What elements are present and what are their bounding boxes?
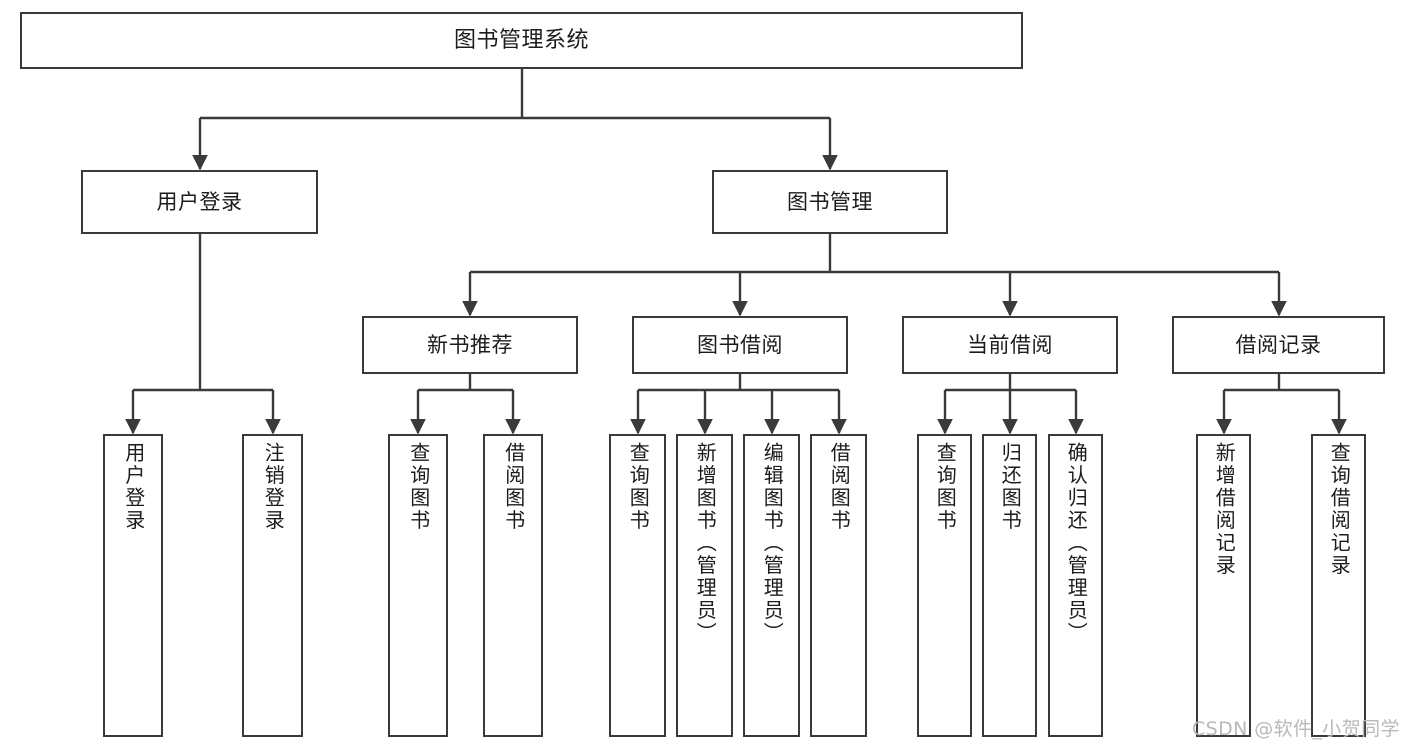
- node-label: 查询图书: [626, 442, 651, 532]
- node-label: 编辑图书（管理员）: [760, 442, 785, 645]
- node-borrow[interactable]: 图书借阅: [632, 316, 848, 374]
- node-leaf-edit-book[interactable]: 编辑图书（管理员）: [743, 434, 800, 737]
- node-label: 注销登录: [261, 442, 286, 532]
- node-leaf-add-book[interactable]: 新增图书（管理员）: [676, 434, 733, 737]
- node-label: 用户登录: [121, 442, 146, 532]
- node-label: 图书管理系统: [453, 27, 589, 53]
- node-label: 归还图书: [998, 442, 1023, 532]
- node-leaf-query-record[interactable]: 查询借阅记录: [1311, 434, 1366, 737]
- node-root[interactable]: 图书管理系统: [20, 12, 1023, 69]
- node-current[interactable]: 当前借阅: [902, 316, 1118, 374]
- node-label: 查询借阅记录: [1327, 442, 1352, 577]
- node-label: 借阅图书: [827, 442, 852, 532]
- node-label: 查询图书: [406, 442, 431, 532]
- node-label: 借阅记录: [1235, 332, 1322, 357]
- node-leaf-return-book[interactable]: 归还图书: [982, 434, 1037, 737]
- node-leaf-user-login[interactable]: 用户登录: [103, 434, 163, 737]
- node-newbook[interactable]: 新书推荐: [362, 316, 578, 374]
- node-label: 确认归还（管理员）: [1064, 442, 1089, 645]
- node-bookmgmt[interactable]: 图书管理: [712, 170, 948, 234]
- node-leaf-add-record[interactable]: 新增借阅记录: [1196, 434, 1251, 737]
- node-leaf-query-book-1[interactable]: 查询图书: [388, 434, 448, 737]
- node-records[interactable]: 借阅记录: [1172, 316, 1385, 374]
- node-leaf-query-book-3[interactable]: 查询图书: [917, 434, 972, 737]
- node-label: 新增图书（管理员）: [693, 442, 718, 645]
- node-label: 借阅图书: [501, 442, 526, 532]
- node-leaf-borrow-book-2[interactable]: 借阅图书: [810, 434, 867, 737]
- node-label: 查询图书: [933, 442, 958, 532]
- node-leaf-confirm-return[interactable]: 确认归还（管理员）: [1048, 434, 1103, 737]
- node-label: 当前借阅: [967, 332, 1053, 357]
- node-label: 新增借阅记录: [1212, 442, 1237, 577]
- node-label: 新书推荐: [427, 332, 513, 357]
- csdn-watermark: CSDN @软件_小贺同学: [1192, 718, 1400, 740]
- node-leaf-borrow-book-1[interactable]: 借阅图书: [483, 434, 543, 737]
- node-label: 用户登录: [156, 189, 243, 214]
- node-label: 图书管理: [787, 189, 873, 214]
- node-label: 图书借阅: [697, 332, 783, 357]
- node-leaf-user-logout[interactable]: 注销登录: [242, 434, 303, 737]
- node-leaf-query-book-2[interactable]: 查询图书: [609, 434, 666, 737]
- node-login[interactable]: 用户登录: [81, 170, 318, 234]
